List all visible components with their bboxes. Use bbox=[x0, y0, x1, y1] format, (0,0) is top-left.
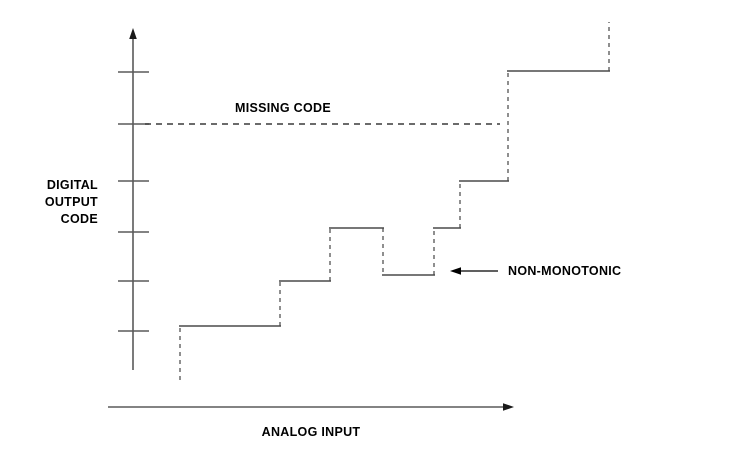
y-axis-arrowhead-icon bbox=[129, 28, 137, 39]
missing-code-label: MISSING CODE bbox=[235, 101, 331, 115]
non-monotonic-arrowhead-icon bbox=[450, 267, 461, 275]
non-monotonic-label: NON-MONOTONIC bbox=[508, 264, 621, 278]
y-axis-label-line-1: DIGITAL bbox=[47, 178, 98, 192]
x-axis-label: ANALOG INPUT bbox=[262, 425, 361, 439]
x-axis-group bbox=[108, 403, 514, 411]
y-axis-group bbox=[118, 28, 149, 370]
non-monotonic-annotation: NON-MONOTONIC bbox=[450, 264, 621, 278]
y-axis-label-line-2: OUTPUT bbox=[45, 195, 98, 209]
y-axis-label-line-3: CODE bbox=[61, 212, 98, 226]
y-axis-label: DIGITAL OUTPUT CODE bbox=[45, 178, 98, 226]
x-axis-arrowhead-icon bbox=[503, 403, 514, 411]
transfer-function-curve bbox=[179, 22, 610, 380]
